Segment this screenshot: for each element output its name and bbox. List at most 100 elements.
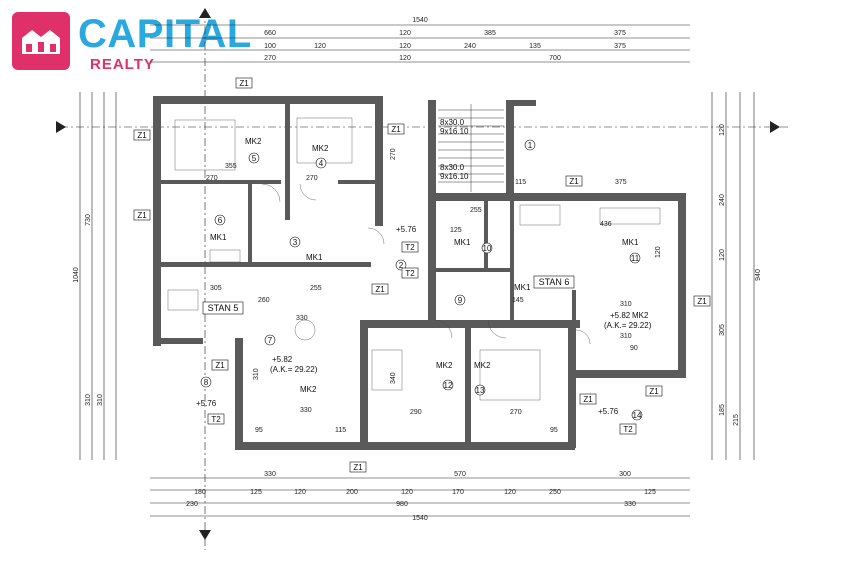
axis-marker-top — [199, 8, 211, 18]
svg-text:330: 330 — [300, 407, 312, 414]
svg-text:305: 305 — [210, 285, 222, 292]
svg-text:12: 12 — [444, 381, 453, 390]
stan5-label: STAN 5 — [208, 303, 239, 313]
svg-text:5: 5 — [252, 154, 257, 163]
brand-name: CAPITAL — [78, 12, 252, 56]
svg-text:120: 120 — [504, 489, 516, 496]
svg-text:T2: T2 — [211, 415, 221, 424]
svg-text:90: 90 — [630, 345, 638, 352]
bottom-dimensions: 330 570 300 180 125 120 200 120 170 120 … — [150, 471, 690, 522]
svg-text:660: 660 — [264, 30, 276, 37]
svg-text:Z1: Z1 — [391, 125, 401, 134]
svg-text:300: 300 — [619, 471, 631, 478]
svg-text:240: 240 — [464, 43, 476, 50]
svg-text:375: 375 — [614, 30, 626, 37]
svg-text:700: 700 — [549, 55, 561, 62]
right-dimensions: 940 120 240 120 305 185 215 — [711, 92, 762, 460]
interior-dimensions: 355 270 270 305 260 255 330 330 290 270 … — [206, 148, 662, 434]
svg-text:MK2: MK2 — [312, 144, 329, 153]
svg-text:310: 310 — [620, 301, 632, 308]
doors — [261, 183, 591, 345]
svg-text:2: 2 — [399, 261, 404, 270]
svg-text:260: 260 — [258, 297, 270, 304]
svg-text:Z1: Z1 — [215, 361, 225, 370]
svg-text:330: 330 — [296, 315, 308, 322]
svg-text:115: 115 — [335, 427, 346, 434]
svg-text:310: 310 — [97, 394, 104, 406]
svg-text:+5.82: +5.82 — [610, 311, 631, 320]
svg-text:310: 310 — [85, 394, 92, 406]
svg-text:340: 340 — [390, 372, 397, 384]
svg-text:9: 9 — [458, 296, 463, 305]
svg-text:Z1: Z1 — [649, 387, 659, 396]
svg-text:MK1: MK1 — [514, 283, 531, 292]
svg-text:(A.K.= 29.22): (A.K.= 29.22) — [604, 321, 652, 330]
svg-text:MK1: MK1 — [454, 238, 471, 247]
svg-text:(A.K.= 29.22): (A.K.= 29.22) — [270, 365, 318, 374]
left-dimensions: 1040 730 310 310 — [73, 92, 117, 460]
svg-text:T2: T2 — [405, 269, 415, 278]
svg-text:270: 270 — [264, 55, 276, 62]
svg-text:255: 255 — [470, 207, 482, 214]
svg-text:120: 120 — [399, 43, 411, 50]
svg-text:95: 95 — [255, 427, 263, 434]
svg-text:MK1: MK1 — [306, 253, 323, 262]
svg-text:120: 120 — [399, 55, 411, 62]
svg-text:200: 200 — [346, 489, 358, 496]
svg-text:270: 270 — [206, 175, 218, 182]
svg-text:230: 230 — [186, 501, 198, 508]
svg-text:270: 270 — [306, 175, 318, 182]
stairs — [438, 104, 504, 192]
svg-text:+5.76: +5.76 — [196, 399, 217, 408]
axis-marker-left — [56, 121, 66, 133]
house-icon — [12, 12, 70, 70]
svg-text:330: 330 — [264, 471, 276, 478]
svg-text:125: 125 — [644, 489, 656, 496]
svg-text:310: 310 — [620, 333, 632, 340]
building-walls — [153, 96, 686, 450]
svg-text:135: 135 — [529, 43, 541, 50]
mk2-label: MK2 — [245, 137, 262, 146]
stairs-label-a: 8x30.0 — [440, 118, 465, 127]
svg-text:330: 330 — [624, 501, 636, 508]
svg-text:6: 6 — [218, 216, 223, 225]
svg-text:3: 3 — [293, 238, 298, 247]
stairs-label-b: 9x16.10 — [440, 127, 469, 136]
svg-text:+5.82: +5.82 — [272, 355, 293, 364]
svg-text:125: 125 — [450, 227, 462, 234]
svg-text:305: 305 — [719, 324, 726, 336]
svg-text:270: 270 — [510, 409, 522, 416]
brand-sub: REALTY — [90, 56, 155, 73]
svg-text:290: 290 — [410, 409, 422, 416]
svg-text:9x16.10: 9x16.10 — [440, 172, 469, 181]
svg-text:120: 120 — [294, 489, 306, 496]
svg-text:115: 115 — [515, 179, 526, 186]
svg-text:95: 95 — [550, 427, 558, 434]
svg-text:Z1: Z1 — [239, 79, 249, 88]
level-markers: +5.76 +5.76 +5.76 +5.82 (A.K.= 29.22) +5… — [196, 225, 652, 416]
svg-text:10: 10 — [483, 244, 492, 253]
svg-text:310: 310 — [253, 368, 260, 380]
svg-text:Z1: Z1 — [697, 297, 707, 306]
svg-text:436: 436 — [600, 221, 612, 228]
svg-text:T2: T2 — [405, 243, 415, 252]
svg-text:240: 240 — [719, 194, 726, 206]
svg-text:8: 8 — [204, 378, 209, 387]
svg-text:Z1: Z1 — [375, 285, 385, 294]
svg-text:MK2: MK2 — [436, 361, 453, 370]
axis-marker-right — [770, 121, 780, 133]
svg-text:215: 215 — [733, 414, 740, 426]
svg-text:570: 570 — [454, 471, 466, 478]
svg-text:Z1: Z1 — [569, 177, 579, 186]
brand-logo: CAPITAL REALTY — [12, 8, 252, 73]
room-numbers: 5 4 6 3 7 8 9 10 11 12 13 14 1 2 — [200, 139, 643, 421]
tags: Z1 Z1 Z1 Z1 Z1 Z1 Z1 Z1 Z1 Z1 Z1 T2 T2 T… — [133, 77, 711, 473]
svg-text:+5.76: +5.76 — [598, 407, 619, 416]
dim-top-total: 1540 — [412, 17, 428, 24]
dim-left-total: 1040 — [73, 267, 80, 283]
top-dimensions: 1540 660 120 385 375 100 120 120 240 135… — [150, 17, 690, 63]
svg-text:120: 120 — [314, 43, 326, 50]
svg-text:100: 100 — [264, 43, 276, 50]
svg-text:4: 4 — [319, 159, 324, 168]
